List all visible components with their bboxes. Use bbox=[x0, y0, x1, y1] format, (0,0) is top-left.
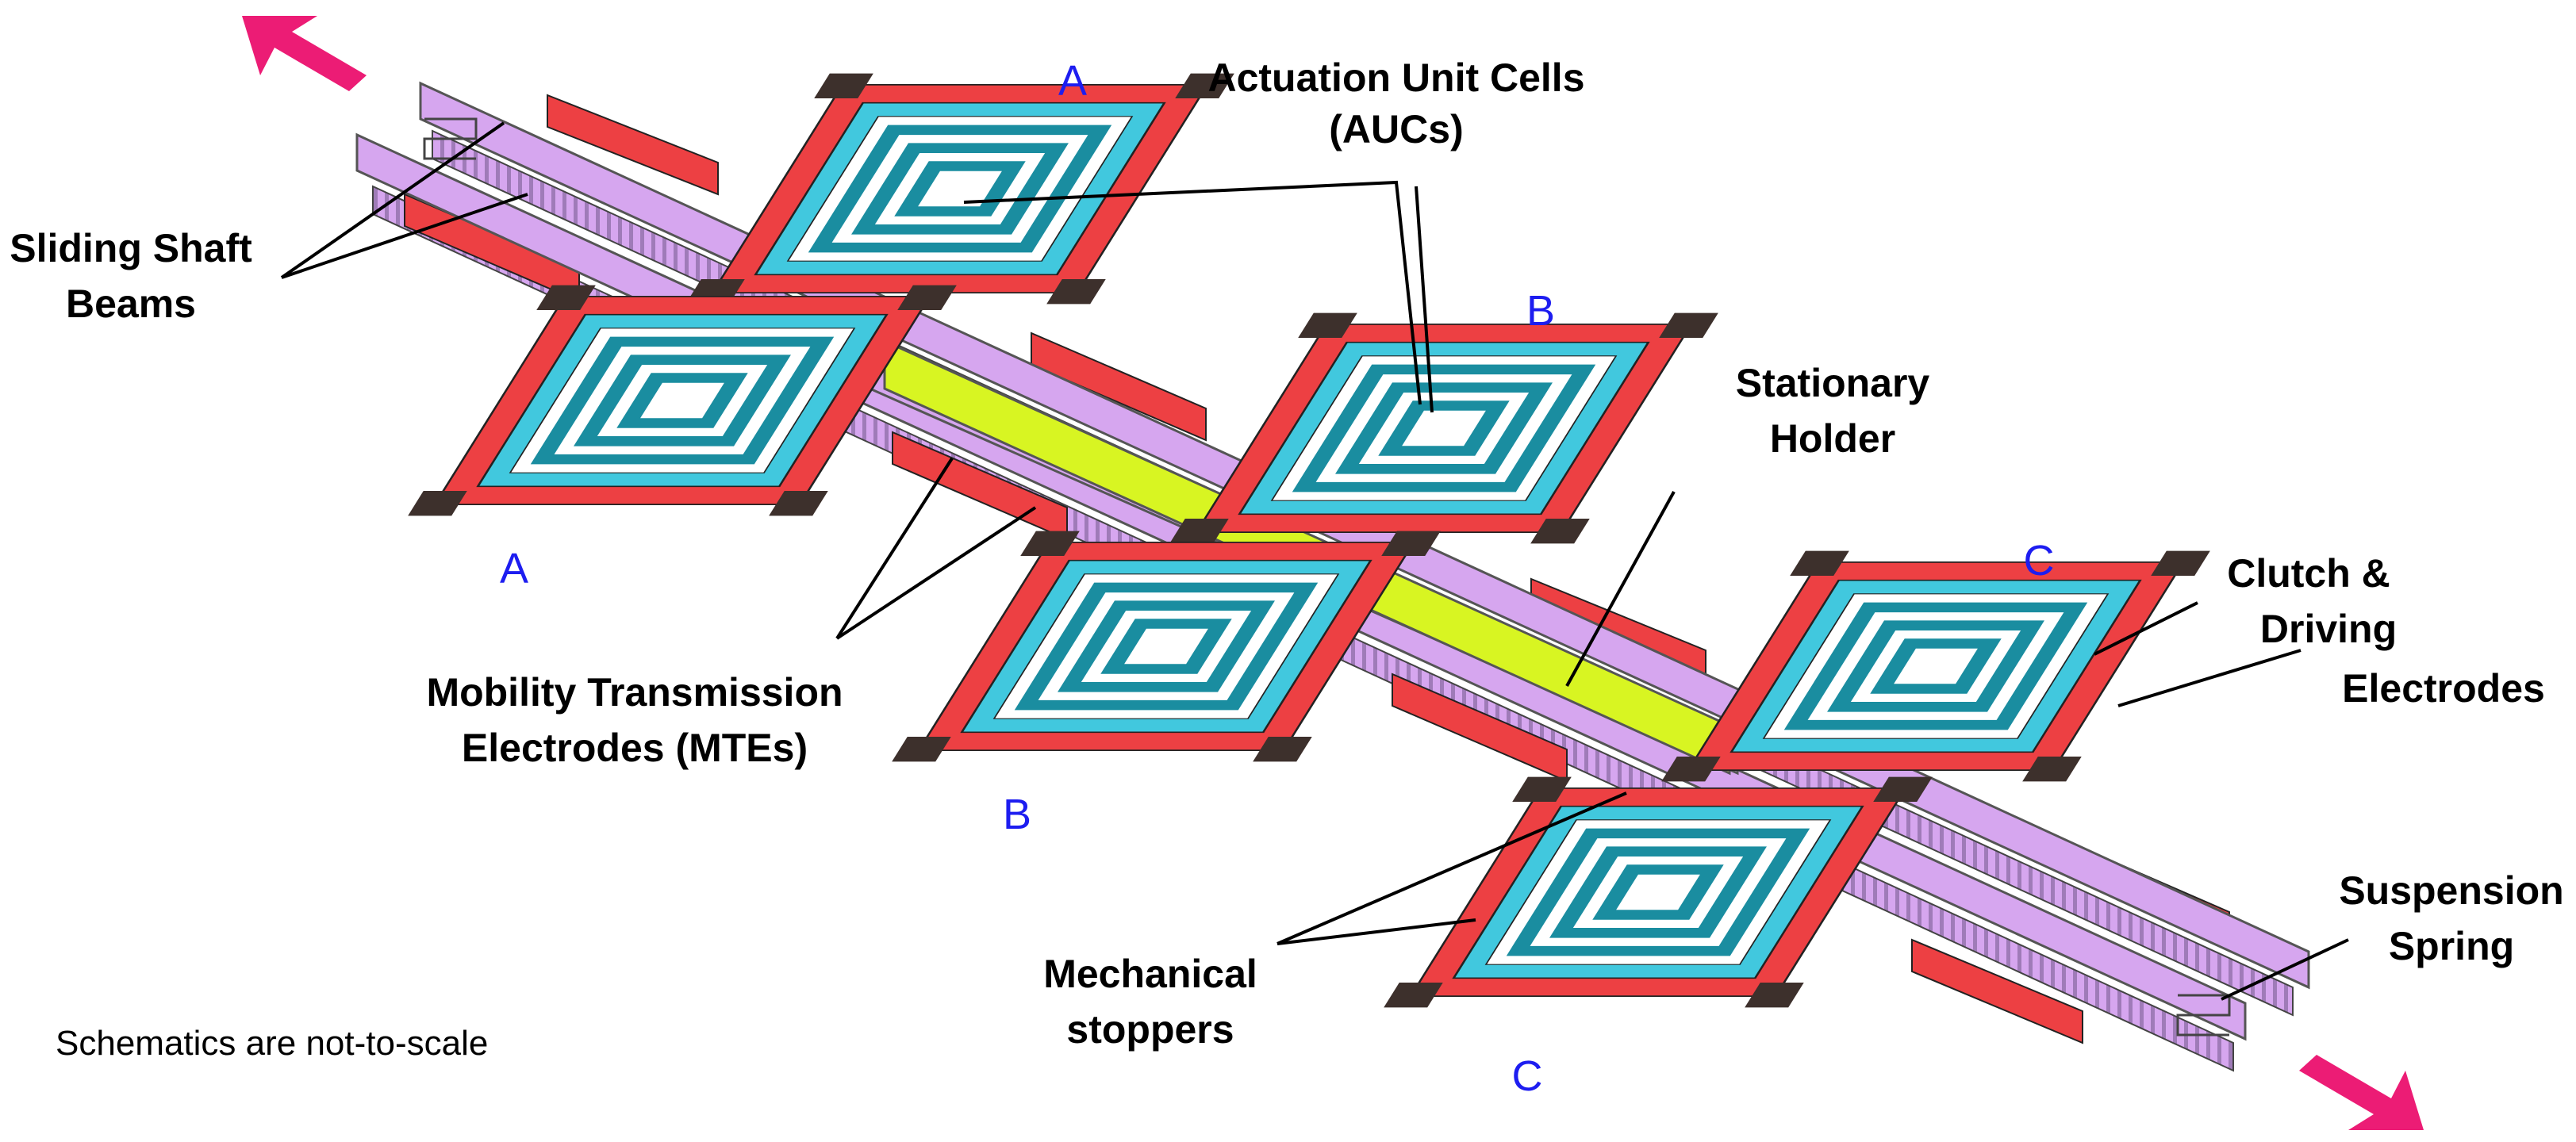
group-label-b-bottom: B bbox=[1003, 791, 1031, 838]
label-clutch-line3: Electrodes bbox=[2342, 666, 2545, 711]
leader-lines bbox=[280, 121, 2349, 1001]
group-label-c-top: C bbox=[2024, 537, 2055, 584]
label-suspension-line2: Spring bbox=[2389, 924, 2514, 968]
label-clutch-line1: Clutch & bbox=[2227, 551, 2390, 596]
auc-b-bottom bbox=[892, 531, 1441, 762]
label-stationary-line2: Holder bbox=[1770, 416, 1895, 461]
auc-c-top bbox=[1661, 550, 2210, 782]
label-actuation-line2: (AUCs) bbox=[1329, 107, 1463, 151]
label-mobility-line1: Mobility Transmission bbox=[426, 670, 843, 715]
suspension-spring-right bbox=[2176, 994, 2231, 1037]
labels: Actuation Unit Cells (AUCs) Sliding Shaf… bbox=[10, 56, 2563, 1052]
scale-note: Schematics are not-to-scale bbox=[56, 1024, 488, 1063]
label-clutch-line2: Driving bbox=[2260, 607, 2397, 651]
diagram-body bbox=[242, 16, 2424, 1130]
label-suspension-line1: Suspension bbox=[2339, 868, 2563, 913]
label-mechanical-line2: stoppers bbox=[1066, 1007, 1234, 1052]
group-label-c-bottom: C bbox=[1512, 1052, 1543, 1100]
auc-a-bottom bbox=[408, 285, 957, 516]
label-mobility-line2: Electrodes (MTEs) bbox=[462, 726, 808, 770]
label-sliding-line1: Sliding Shaft bbox=[10, 226, 252, 270]
auc-c-bottom bbox=[1384, 776, 1933, 1008]
label-stationary-line1: Stationary bbox=[1736, 361, 1930, 405]
aucs bbox=[408, 73, 2210, 1008]
suspension-spring-left bbox=[423, 117, 478, 160]
auc-b-top bbox=[1169, 312, 1718, 544]
label-mechanical-line1: Mechanical bbox=[1043, 952, 1257, 996]
label-sliding-line2: Beams bbox=[66, 282, 196, 326]
group-label-b-top: B bbox=[1526, 287, 1555, 335]
label-actuation-line1: Actuation Unit Cells bbox=[1207, 56, 1584, 100]
motion-arrow-right-icon bbox=[2299, 1055, 2424, 1130]
group-labels: A A B B C C bbox=[500, 57, 2055, 1100]
group-label-a-bottom: A bbox=[500, 545, 528, 592]
motion-arrow-left-icon bbox=[242, 16, 367, 91]
group-label-a-top: A bbox=[1058, 57, 1087, 105]
auc-a-top bbox=[685, 73, 1234, 305]
